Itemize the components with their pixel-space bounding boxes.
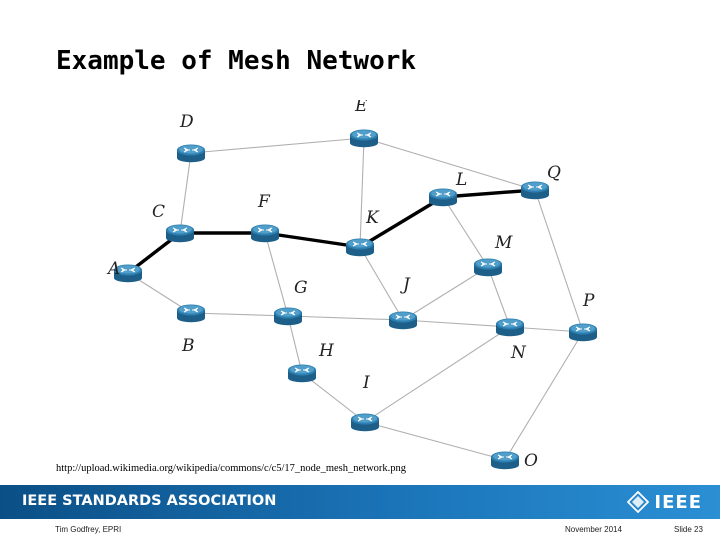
link-P-O	[504, 331, 584, 461]
link-K-J	[359, 246, 404, 321]
router-icon	[288, 364, 316, 383]
router-node-C[interactable]: C	[152, 202, 194, 243]
node-label-A: A	[106, 259, 120, 279]
router-icon	[177, 144, 205, 163]
link-G-J	[287, 315, 404, 321]
router-icon	[350, 129, 378, 148]
slide-title: Example of Mesh Network	[56, 46, 417, 76]
node-label-F: F	[257, 192, 271, 212]
router-icon	[351, 413, 379, 432]
node-label-G: G	[294, 278, 308, 298]
router-node-A[interactable]: A	[106, 259, 142, 283]
router-node-F[interactable]: F	[251, 192, 279, 243]
node-label-P: P	[582, 291, 595, 311]
router-node-B[interactable]: B	[177, 304, 205, 357]
router-node-G[interactable]: G	[274, 278, 308, 326]
node-label-L: L	[455, 170, 467, 190]
node-label-Q: Q	[547, 163, 561, 183]
link-E-K	[359, 137, 365, 248]
ieee-diamond-icon	[627, 491, 650, 513]
slide-number: Slide 23	[674, 525, 703, 534]
router-icon	[521, 181, 549, 200]
footer-author: Tim Godfrey, EPRI	[55, 525, 122, 534]
router-icon	[177, 304, 205, 323]
path-link-K-L	[358, 195, 445, 249]
router-icon	[166, 224, 194, 243]
link-I-O	[364, 421, 506, 461]
link-F-G	[264, 232, 289, 317]
router-node-O[interactable]: O	[491, 451, 538, 471]
path-link-F-K	[263, 231, 362, 249]
router-icon	[274, 307, 302, 326]
link-Q-P	[534, 189, 584, 333]
router-node-E[interactable]: E	[350, 100, 378, 148]
router-node-D[interactable]: D	[177, 112, 205, 163]
router-icon	[389, 311, 417, 330]
node-label-M: M	[494, 233, 513, 253]
router-icon	[114, 264, 142, 283]
router-icon	[496, 318, 524, 337]
links-layer	[127, 137, 584, 461]
link-I-N	[364, 326, 511, 423]
node-label-H: H	[318, 341, 335, 361]
link-G-H	[287, 315, 303, 374]
router-node-L[interactable]: L	[429, 170, 467, 207]
link-M-N	[487, 266, 511, 328]
mesh-network-svg: A B C D E F G H I J K L M N O P Q	[106, 100, 597, 471]
link-J-N	[402, 319, 511, 328]
source-url[interactable]: http://upload.wikimedia.org/wikipedia/co…	[56, 463, 407, 474]
link-L-M	[442, 196, 489, 268]
router-node-J[interactable]: J	[389, 275, 417, 330]
node-label-E: E	[354, 100, 368, 116]
node-label-K: K	[365, 208, 380, 228]
router-icon	[429, 188, 457, 207]
node-label-B: B	[181, 336, 195, 356]
node-label-J: J	[400, 275, 411, 295]
router-node-M[interactable]: M	[474, 233, 513, 277]
nodes-layer: A B C D E F G H I J K L M N O P Q	[106, 100, 597, 471]
link-B-G	[190, 312, 289, 317]
link-D-C	[179, 152, 192, 234]
router-node-I[interactable]: I	[351, 373, 379, 432]
router-node-H[interactable]: H	[288, 341, 335, 383]
ieee-logo-text: IEEE	[654, 491, 702, 513]
router-node-K[interactable]: K	[346, 208, 380, 257]
router-icon	[251, 224, 279, 243]
footer-band: IEEE STANDARDS ASSOCIATION IEEE	[0, 485, 720, 519]
node-label-C: C	[152, 202, 165, 222]
node-label-O: O	[524, 451, 538, 471]
router-icon	[569, 323, 597, 342]
ieee-logo: IEEE	[627, 491, 702, 513]
mesh-network-diagram: A B C D E F G H I J K L M N O P Q	[100, 100, 620, 480]
link-D-E	[190, 137, 365, 154]
router-icon	[346, 238, 374, 257]
router-node-N[interactable]: N	[496, 318, 527, 364]
router-icon	[474, 258, 502, 277]
node-label-D: D	[179, 112, 194, 132]
link-H-I	[301, 372, 366, 423]
node-label-I: I	[362, 373, 370, 393]
link-E-Q	[363, 137, 536, 191]
link-M-J	[402, 266, 489, 321]
footer-date: November 2014	[565, 525, 622, 534]
org-banner-text: IEEE STANDARDS ASSOCIATION	[22, 493, 277, 509]
path-link-L-Q	[441, 188, 537, 199]
router-node-Q[interactable]: Q	[521, 163, 561, 200]
node-label-N: N	[510, 343, 527, 363]
router-node-P[interactable]: P	[569, 291, 597, 342]
router-icon	[491, 451, 519, 470]
